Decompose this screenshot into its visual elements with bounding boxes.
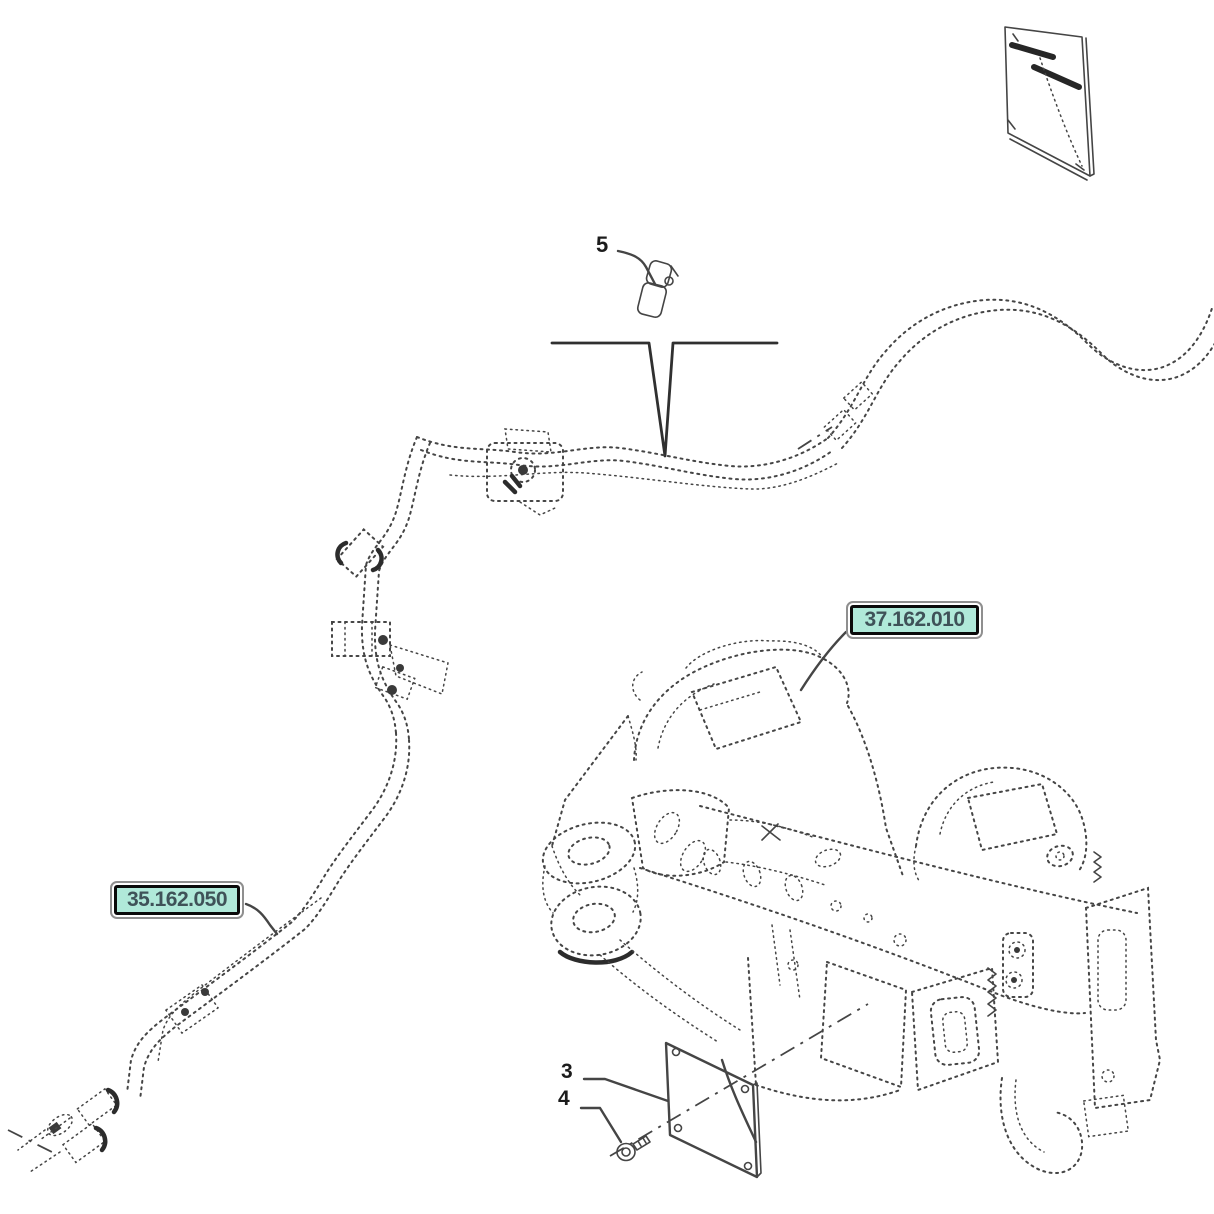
hose-pointer-bracket: [550, 341, 779, 458]
ref-label-37-162-010[interactable]: 37.162.010: [846, 601, 983, 639]
callout-5: 5: [596, 232, 609, 257]
decal-sheet-drawing: [1004, 26, 1095, 181]
ref-label-37-162-010-text: 37.162.010: [850, 605, 979, 635]
callout-3: 3: [561, 1060, 573, 1083]
bolt-drawing: [579, 1106, 651, 1162]
ref-label-37-leader: [799, 630, 848, 692]
tow-hook-drawing: [541, 821, 642, 965]
hose-assembly-drawing: [126, 298, 1214, 1101]
clip-part-drawing: [616, 249, 679, 318]
cover-plate-drawing: [582, 1041, 762, 1179]
callout-4: 4: [558, 1087, 570, 1110]
ref-label-35-162-050[interactable]: 35.162.050: [110, 881, 244, 919]
hitch-frame-drawing: [541, 639, 1162, 1175]
hose-couplers-drawing: [7, 1087, 120, 1173]
centerline-dashdot: [609, 1003, 869, 1157]
ref-label-35-leader: [244, 902, 279, 936]
ref-label-35-162-050-text: 35.162.050: [114, 885, 240, 915]
